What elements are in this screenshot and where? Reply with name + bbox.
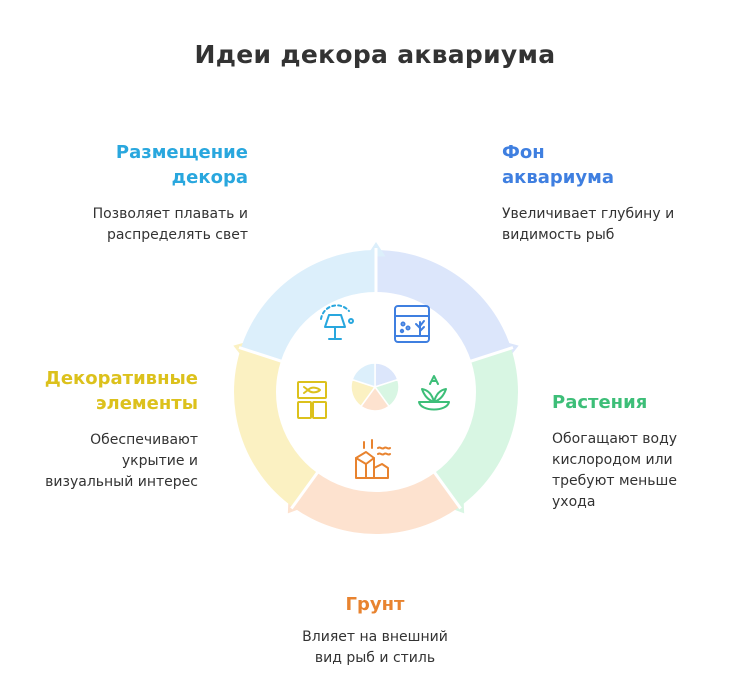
ground-desc-line2: вид рыб и стиль bbox=[314, 650, 436, 666]
background-description: Увеличивает глубину и видимость рыб bbox=[502, 204, 722, 246]
ring-segment-decor bbox=[234, 348, 318, 507]
plants-desc-line3: требуют меньше bbox=[552, 473, 677, 489]
decor-description: Обеспечивают укрытие и визуальный интере… bbox=[20, 430, 198, 493]
ground-desc-line1: Влияет на внешний bbox=[302, 629, 448, 645]
plants-heading-line1: Растения bbox=[552, 392, 648, 413]
center-pie bbox=[350, 362, 400, 412]
placement-heading-line1: Размещение bbox=[115, 142, 248, 163]
decor-desc-line3: визуальный интерес bbox=[45, 474, 198, 490]
ring-segment-ground bbox=[292, 472, 460, 534]
segment-ring bbox=[233, 242, 519, 534]
section-placement: Размещение декора Позволяет плавать и ра… bbox=[60, 140, 248, 246]
placement-desc-line2: распределять свет bbox=[106, 227, 248, 243]
background-heading: Фон аквариума bbox=[502, 140, 722, 190]
ground-description: Влияет на внешний вид рыб и стиль bbox=[250, 627, 500, 669]
plants-desc-line2: кислородом или bbox=[552, 452, 673, 468]
stones-icon bbox=[355, 439, 391, 479]
plant-icon bbox=[418, 375, 450, 411]
ring-gap-2 bbox=[432, 470, 462, 510]
ring-gap-1 bbox=[468, 346, 514, 364]
plants-desc-line1: Обогащают воду bbox=[552, 431, 678, 447]
section-background: Фон аквариума Увеличивает глубину и види… bbox=[502, 140, 722, 246]
ring-segment-placement bbox=[240, 250, 376, 362]
decor-desc-line1: Обеспечивают bbox=[90, 432, 198, 448]
ring-segment-plants bbox=[434, 348, 518, 507]
ground-heading-line1: Грунт bbox=[345, 594, 405, 615]
placement-heading-line2: декора bbox=[171, 167, 248, 188]
section-plants: Растения Обогащают воду кислородом или т… bbox=[552, 390, 732, 513]
ring-gap-4 bbox=[238, 346, 284, 364]
lamp-icon bbox=[320, 304, 354, 340]
section-ground: Грунт Влияет на внешний вид рыб и стиль bbox=[250, 592, 500, 669]
background-desc-line2: видимость рыб bbox=[502, 227, 615, 243]
plants-heading: Растения bbox=[552, 390, 732, 415]
plants-description: Обогащают воду кислородом или требуют ме… bbox=[552, 429, 732, 513]
aquarium-icon bbox=[394, 305, 430, 343]
decor-heading: Декоративные элементы bbox=[20, 366, 198, 416]
ground-heading: Грунт bbox=[250, 592, 500, 617]
section-decor: Декоративные элементы Обеспечивают укрыт… bbox=[20, 366, 198, 493]
placement-heading: Размещение декора bbox=[60, 140, 248, 190]
placement-description: Позволяет плавать и распределять свет bbox=[60, 204, 248, 246]
plants-desc-line4: ухода bbox=[552, 494, 596, 510]
ring-gap-3 bbox=[290, 470, 320, 510]
pie-slice-placement bbox=[351, 362, 376, 389]
page-title: Идеи декора аквариума bbox=[194, 40, 556, 69]
decor-desc-line2: укрытие и bbox=[121, 453, 198, 469]
background-heading-line2: аквариума bbox=[502, 167, 614, 188]
background-heading-line1: Фон bbox=[502, 142, 545, 163]
ring-segment-background bbox=[376, 250, 512, 362]
decor-heading-line1: Декоративные bbox=[44, 368, 198, 389]
placement-desc-line1: Позволяет плавать и bbox=[92, 206, 248, 222]
decor-heading-line2: элементы bbox=[95, 393, 198, 414]
background-desc-line1: Увеличивает глубину и bbox=[502, 206, 675, 222]
decor-blocks-icon bbox=[297, 381, 327, 419]
